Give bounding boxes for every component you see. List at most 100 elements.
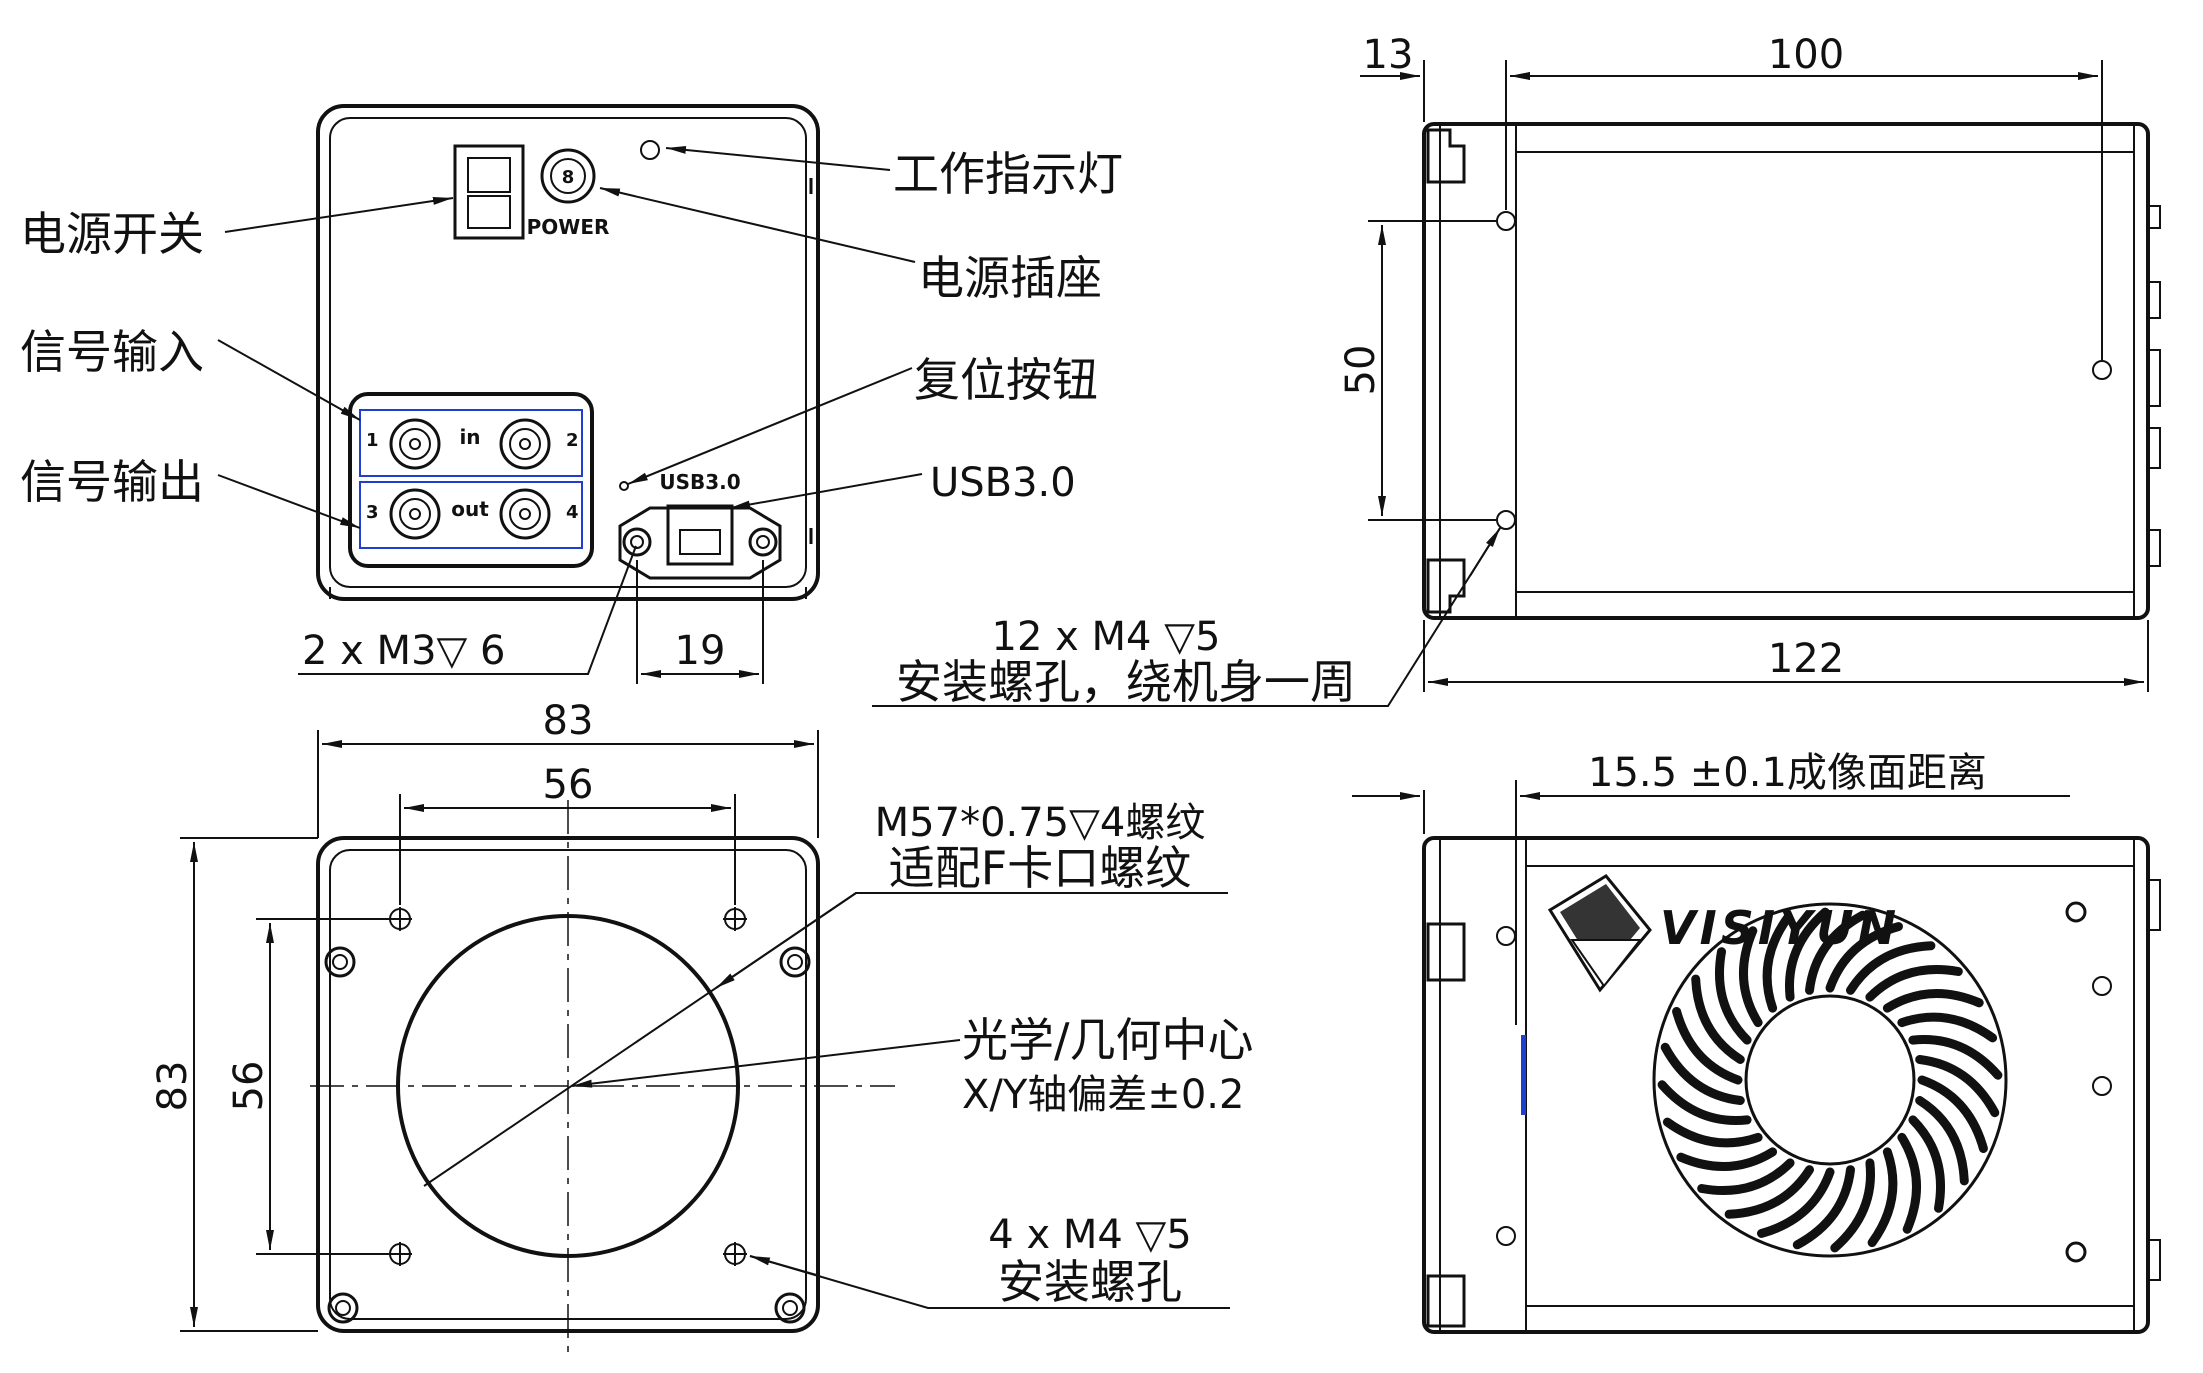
port-4-label: 4 xyxy=(566,502,579,523)
power-socket-icon xyxy=(540,148,596,204)
side-holes-spec-line2: 安装螺孔，绕机身一周 xyxy=(896,655,1356,709)
optical-center-tolerance: X/Y轴偏差±0.2 xyxy=(962,1072,1244,1118)
side-offset-dimension: 13 xyxy=(1363,32,1414,78)
corner-screw-icon xyxy=(774,1292,806,1324)
brand-logo-icon xyxy=(1547,874,1652,993)
side-holes-spec-line1: 12 x M4 ▽5 xyxy=(992,614,1221,660)
side-hole-icon xyxy=(2092,360,2112,380)
fan-blade xyxy=(1846,941,1936,995)
power-switch-icon xyxy=(453,144,525,240)
fan-blade xyxy=(1660,1042,1745,1105)
fan-blade xyxy=(1697,1158,1795,1196)
usb-label: USB3.0 xyxy=(930,460,1076,506)
usb-plate xyxy=(618,506,782,580)
side-hole-icon xyxy=(1496,510,1516,530)
front-width-dimension: 83 xyxy=(543,698,594,744)
fan-blade xyxy=(1915,1055,2000,1118)
fan-blade xyxy=(1662,1117,1763,1148)
fan-blade xyxy=(1908,1034,2003,1080)
fan-blade xyxy=(1739,926,1763,1028)
blue-strip xyxy=(1521,1035,1526,1115)
usb-small-label: USB3.0 xyxy=(659,470,740,494)
rear-view: 8 POWER 1 2 3 4 in out USB3.0 xyxy=(316,104,820,601)
fan-blade xyxy=(1908,1115,1946,1213)
fan-blade xyxy=(1672,1007,1743,1085)
connector-1-icon xyxy=(389,418,441,470)
fan-blade xyxy=(1691,974,1745,1064)
connector-2-icon xyxy=(499,418,551,470)
port-1-label: 1 xyxy=(366,430,379,451)
connector-4-icon xyxy=(499,488,551,540)
fan-blade xyxy=(1867,1147,1898,1248)
power-label: POWER xyxy=(527,215,610,239)
fan-blade xyxy=(1792,1165,1855,1250)
thread-spec-line2: 适配F卡口螺纹 xyxy=(889,841,1191,895)
fan-blade xyxy=(1676,1147,1778,1171)
front-annotations: M57*0.75▽4螺纹 适配F卡口螺纹 光学/几何中心 X/Y轴偏差±0.2 … xyxy=(423,800,1254,1309)
port-2-label: 2 xyxy=(566,430,579,451)
front-hole-pitch-y-dimension: 56 xyxy=(226,1061,272,1112)
rear-annotations: 电源开关 工作指示灯 电源插座 信号输入 信号输出 复位按钮 USB3.0 2 … xyxy=(20,145,1123,684)
signal-output-label: 信号输出 xyxy=(20,455,204,509)
front-hole-pitch-x-dimension: 56 xyxy=(543,762,594,808)
corner-screw-icon xyxy=(779,946,811,978)
front-height-dimension: 83 xyxy=(150,1061,196,1112)
fan-blade xyxy=(1915,1096,1969,1186)
fan-icon xyxy=(1652,902,2008,1258)
fan-blade xyxy=(1897,1012,1998,1043)
latch-icon xyxy=(1426,558,1466,614)
fan-blade xyxy=(1784,907,1830,1002)
out-label: out xyxy=(451,497,489,521)
side-length-dimension: 122 xyxy=(1768,636,1844,682)
latch-icon xyxy=(1426,128,1466,184)
fan-blade xyxy=(1724,1165,1814,1219)
fan-blade xyxy=(1825,922,1903,993)
corner-screw-icon xyxy=(327,1292,359,1324)
fan-blade xyxy=(1657,1080,1752,1126)
fan-blade xyxy=(1762,912,1793,1013)
thread-spec-line1: M57*0.75▽4螺纹 xyxy=(875,800,1206,846)
rear-inner-frame xyxy=(329,117,807,588)
fan-blade xyxy=(1805,910,1868,995)
power-switch-label: 电源开关 xyxy=(20,207,204,261)
fan-blade xyxy=(1882,989,1984,1013)
signal-input-label: 信号输入 xyxy=(20,325,204,379)
in-label: in xyxy=(459,425,480,449)
fan-blade xyxy=(1714,947,1752,1045)
rear-outer-frame xyxy=(316,104,820,601)
side-hole-icon xyxy=(1496,211,1516,231)
body-outer-frame xyxy=(1422,836,2150,1334)
corner-screw-icon xyxy=(324,946,356,978)
front-holes-spec-line1: 4 x M4 ▽5 xyxy=(988,1212,1191,1258)
usb-pitch-dimension: 19 xyxy=(675,628,726,674)
front-view: 83 56 83 56 xyxy=(150,698,895,1355)
flange-distance-label: 15.5 ±0.1成像面距离 xyxy=(1588,750,1987,796)
signal-output-group xyxy=(359,481,583,549)
fan-blade xyxy=(1917,1075,1988,1153)
signal-input-group xyxy=(359,409,583,477)
reset-button-label: 复位按钮 xyxy=(914,353,1098,407)
screw-m3-label: 2 x M3▽ 6 xyxy=(302,628,505,674)
side-vertical-dimension: 50 xyxy=(1338,345,1384,396)
usb-screw-right-icon xyxy=(748,527,778,557)
fan-blade xyxy=(1830,1158,1876,1253)
fan-blade xyxy=(1865,964,1963,1002)
latch-icon xyxy=(1426,1274,1466,1328)
indicator-light-icon xyxy=(640,140,660,160)
socket-pin-label: 8 xyxy=(562,167,575,188)
side-hole-span-dimension: 100 xyxy=(1768,32,1844,78)
fan-blade xyxy=(1897,1132,1921,1234)
port-3-label: 3 xyxy=(366,502,379,523)
reset-button-icon xyxy=(619,481,629,491)
latch-icon xyxy=(1426,922,1466,982)
work-indicator-label: 工作指示灯 xyxy=(893,147,1123,201)
fan-blade xyxy=(1757,1167,1835,1238)
usb-port-icon xyxy=(666,504,734,566)
connector-3-icon xyxy=(389,488,441,540)
power-socket-label: 电源插座 xyxy=(918,251,1102,305)
signal-io-block xyxy=(348,392,594,568)
perspective-view: VISIYUN 15.5 ±0.1成像面距离 xyxy=(1352,750,2161,1334)
optical-center-label: 光学/几何中心 xyxy=(962,1013,1254,1067)
